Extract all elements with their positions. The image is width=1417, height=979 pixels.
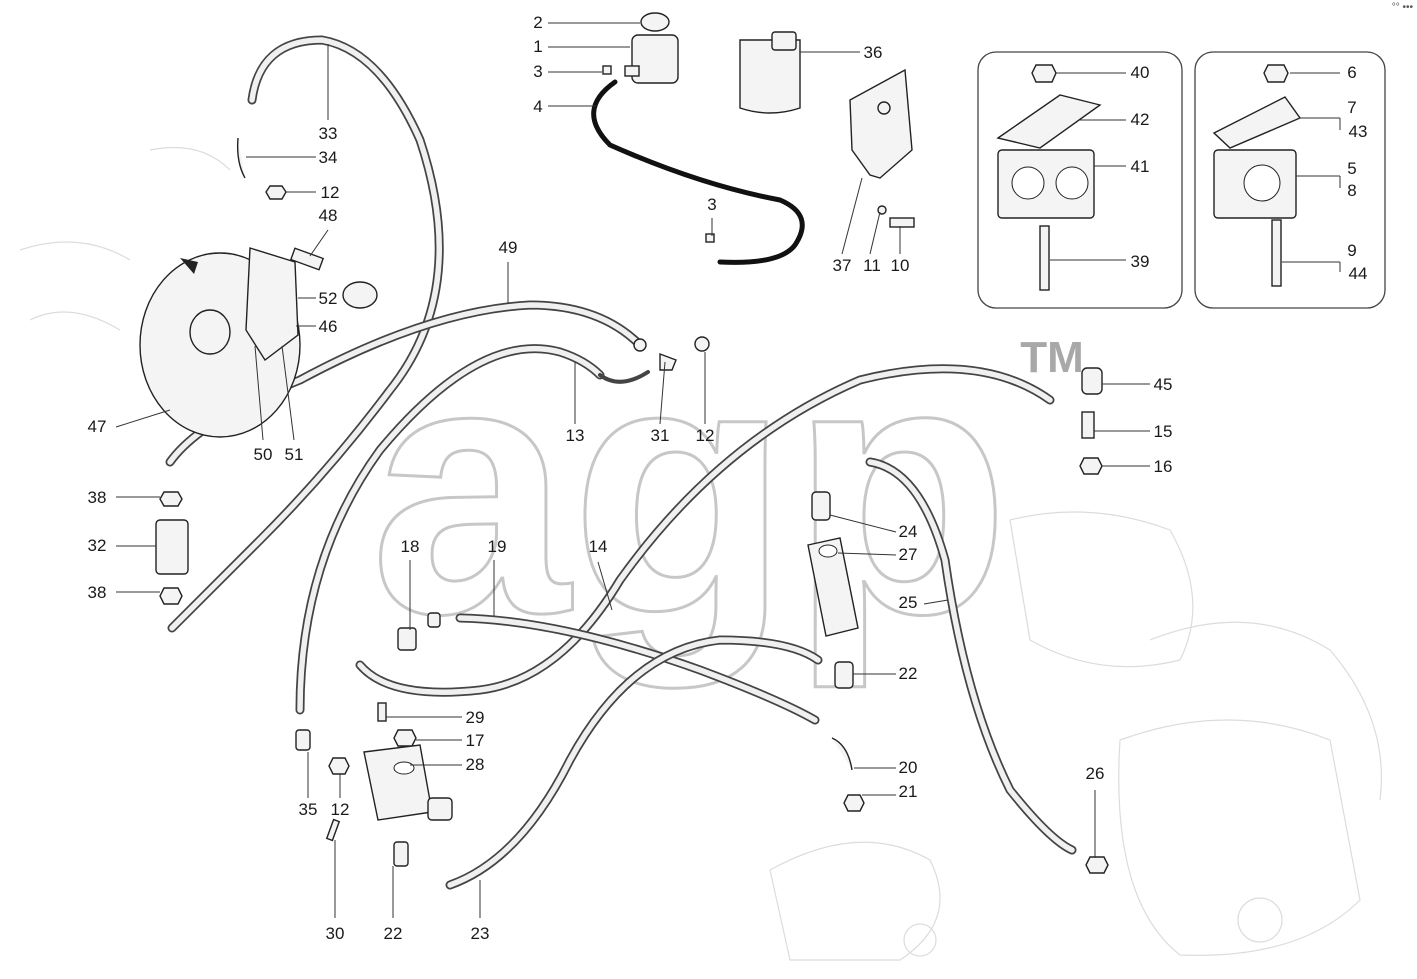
part-label-16: 16 xyxy=(1154,457,1173,476)
part-label-3: 3 xyxy=(707,195,716,214)
part-label-8: 8 xyxy=(1347,181,1356,200)
part-label-31: 31 xyxy=(651,426,670,445)
part-label-39: 39 xyxy=(1131,252,1150,271)
part-label-9: 9 xyxy=(1347,241,1356,260)
part-label-45: 45 xyxy=(1154,375,1173,394)
part-label-42: 42 xyxy=(1131,110,1150,129)
part-label-36: 36 xyxy=(864,43,883,62)
part-label-17: 17 xyxy=(466,731,485,750)
leader-lines xyxy=(115,22,1341,918)
part-label-2: 2 xyxy=(533,13,542,32)
tube-4 xyxy=(591,79,805,265)
part-label-37: 37 xyxy=(833,256,852,275)
leader-line xyxy=(254,345,264,441)
part-label-40: 40 xyxy=(1131,63,1150,82)
part-label-33: 33 xyxy=(319,124,338,143)
parts xyxy=(139,12,1386,874)
part-label-12: 12 xyxy=(321,183,340,202)
leader-line xyxy=(659,361,666,425)
part-label-22: 22 xyxy=(899,664,918,683)
part-label-12: 12 xyxy=(696,426,715,445)
part-label-25: 25 xyxy=(899,593,918,612)
part-label-23: 23 xyxy=(471,924,490,943)
part-label-41: 41 xyxy=(1131,157,1150,176)
part-label-15: 15 xyxy=(1154,422,1173,441)
part-label-43: 43 xyxy=(1349,122,1368,141)
hoses xyxy=(165,35,1077,890)
background-ghost-drawing xyxy=(19,146,1383,961)
leader-line xyxy=(309,229,329,257)
corner-mark: °° ••• xyxy=(1391,2,1413,13)
leader-line xyxy=(923,599,949,605)
part-label-5: 5 xyxy=(1347,159,1356,178)
leader-line xyxy=(281,345,295,441)
part-label-22: 22 xyxy=(384,924,403,943)
part-label-29: 29 xyxy=(466,708,485,727)
part-label-18: 18 xyxy=(401,537,420,556)
part-label-28: 28 xyxy=(466,755,485,774)
leader-line xyxy=(869,211,881,255)
part-label-52: 52 xyxy=(319,289,338,308)
part-label-11: 11 xyxy=(863,256,881,275)
watermark-tm: TM xyxy=(1020,333,1084,382)
leader-line xyxy=(597,561,613,611)
inset-box-left xyxy=(977,51,1183,309)
part-label-20: 20 xyxy=(899,758,918,777)
part-label-48: 48 xyxy=(319,206,338,225)
part-label-3: 3 xyxy=(533,62,542,81)
part-label-35: 35 xyxy=(299,800,318,819)
leader-line xyxy=(829,514,897,533)
inset-box-right xyxy=(1194,51,1386,309)
part-label-21: 21 xyxy=(899,782,918,801)
part-label-1: 1 xyxy=(533,37,542,56)
part-label-6: 6 xyxy=(1347,63,1356,82)
part-label-26: 26 xyxy=(1086,764,1105,783)
watermark-text: agp xyxy=(370,287,1010,691)
part-label-19: 19 xyxy=(488,537,507,556)
part-label-12: 12 xyxy=(331,800,350,819)
leader-line xyxy=(841,177,863,255)
part-label-49: 49 xyxy=(499,238,518,257)
part-label-46: 46 xyxy=(319,317,338,336)
leader-line xyxy=(837,552,897,556)
part-label-24: 24 xyxy=(899,522,918,541)
part-label-14: 14 xyxy=(589,537,608,556)
part-label-38: 38 xyxy=(88,583,107,602)
part-label-50: 50 xyxy=(254,445,273,464)
part-label-32: 32 xyxy=(88,536,107,555)
part-label-47: 47 xyxy=(88,417,107,436)
watermark: agp TM xyxy=(368,286,1084,693)
part-label-7: 7 xyxy=(1347,98,1356,117)
leader-line xyxy=(115,409,171,428)
part-label-51: 51 xyxy=(285,445,304,464)
part-label-10: 10 xyxy=(891,256,910,275)
part-label-13: 13 xyxy=(566,426,585,445)
part-label-30: 30 xyxy=(326,924,345,943)
part-label-44: 44 xyxy=(1349,264,1368,283)
part-label-27: 27 xyxy=(899,545,918,564)
part-label-4: 4 xyxy=(533,97,542,116)
part-label-38: 38 xyxy=(88,488,107,507)
part-label-34: 34 xyxy=(319,148,338,167)
